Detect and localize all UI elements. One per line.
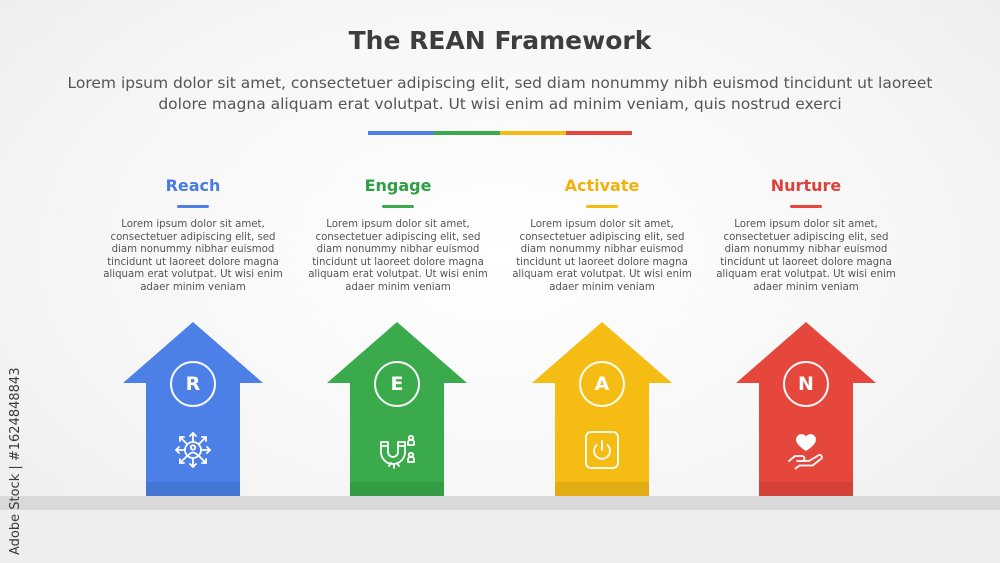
watermark-text: Adobe Stock | #1624848843 [8, 367, 23, 555]
floor-base [0, 510, 1000, 563]
reach-arrow: R [123, 322, 263, 496]
activate-arrow: A [532, 322, 672, 496]
color-bar-green [434, 131, 500, 135]
engage-arrow: E [327, 322, 467, 496]
step-letter: R [170, 361, 216, 407]
arrow-shape [736, 322, 876, 496]
step-title: Activate [564, 176, 640, 195]
heart-hand-icon [788, 434, 823, 470]
step-title-underline [586, 205, 618, 208]
step-title-underline [790, 205, 822, 208]
step-title-underline [382, 205, 414, 208]
page-title: The REAN Framework [348, 26, 652, 55]
step-letter: N [783, 361, 829, 407]
magnet-people-icon [380, 434, 415, 469]
color-bar [368, 131, 632, 135]
step-description: Lorem ipsum dolor sit amet, consectetuer… [308, 219, 488, 293]
arrow-shape [123, 322, 263, 496]
step-letter: A [579, 361, 625, 407]
step-reach-column: Reach Lorem ipsum dolor sit amet, consec… [103, 176, 283, 295]
arrow-shape [532, 322, 672, 496]
network-person-icon [174, 431, 212, 469]
step-title: Engage [364, 176, 432, 195]
step-description: Lorem ipsum dolor sit amet, consectetuer… [716, 219, 896, 293]
step-description: Lorem ipsum dolor sit amet, consectetuer… [103, 219, 283, 293]
step-title: Nurture [770, 176, 842, 195]
arrow-shape [327, 322, 467, 496]
color-bar-yellow [500, 131, 566, 135]
step-nurture-column: Nurture Lorem ipsum dolor sit amet, cons… [716, 176, 896, 295]
color-bar-red [566, 131, 632, 135]
step-title-underline [177, 205, 209, 208]
page-subtitle: Lorem ipsum dolor sit amet, consectetuer… [67, 74, 933, 113]
power-button-icon [585, 431, 619, 469]
step-description: Lorem ipsum dolor sit amet, consectetuer… [512, 219, 692, 293]
step-letter: E [374, 361, 420, 407]
nurture-arrow: N [736, 322, 876, 496]
color-bar-blue [368, 131, 434, 135]
floor-shadow [0, 496, 1000, 510]
step-title: Reach [165, 176, 221, 195]
step-activate-column: Activate Lorem ipsum dolor sit amet, con… [512, 176, 692, 295]
step-engage-column: Engage Lorem ipsum dolor sit amet, conse… [308, 176, 488, 295]
